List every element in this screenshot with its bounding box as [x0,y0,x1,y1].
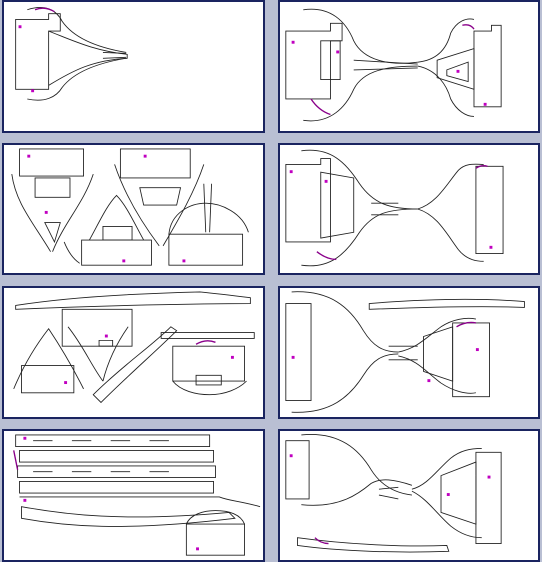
part-layout-6 [285,291,525,413]
part-layout-1 [15,7,128,101]
sheet-panel-8[interactable] [278,429,540,562]
sheet-panel-2[interactable] [278,0,540,133]
part-layout-3 [11,148,249,266]
sheet-panel-1[interactable] [2,0,265,133]
part-layout-7 [13,434,261,556]
part-layout-2 [285,8,502,122]
sheet-panel-7[interactable] [2,429,265,562]
sheet-panel-3[interactable] [2,143,265,275]
part-layout-4 [285,149,504,267]
part-layout-8 [285,433,502,553]
sheet-panel-4[interactable] [278,143,540,275]
sheet-panel-6[interactable] [278,286,540,419]
part-layout-5 [13,291,255,404]
sheet-panel-5[interactable] [2,286,265,419]
